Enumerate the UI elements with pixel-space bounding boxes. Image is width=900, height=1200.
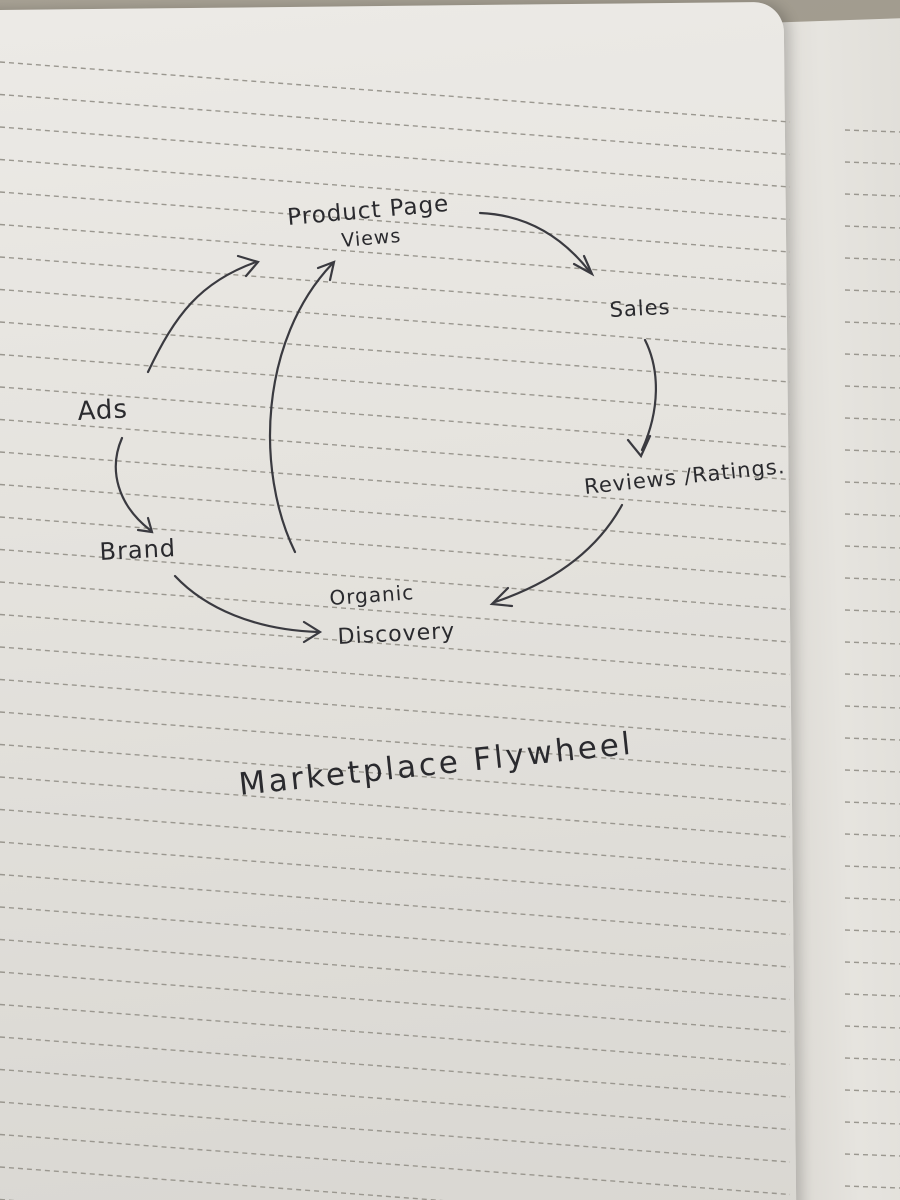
diagram-title: Marketplace Flywheel	[237, 726, 635, 803]
node-reviews-ratings: Reviews /Ratings.	[583, 454, 786, 499]
edge-sales-to-reviews	[640, 338, 657, 452]
next-page-rule-line	[844, 897, 900, 901]
rule-line	[0, 613, 791, 676]
edge-reviews-to-organic-discovery	[493, 503, 624, 604]
rule-line	[0, 321, 791, 383]
next-page-rule-line	[844, 833, 900, 837]
rule-line	[0, 1133, 791, 1196]
node-ads: Ads	[77, 394, 129, 427]
next-page-rule-line	[844, 801, 900, 805]
next-page-rule-line	[844, 417, 900, 421]
arrowhead-sales	[572, 254, 595, 277]
next-page-rule-line	[844, 641, 900, 645]
edge-product-page-views-to-sales	[478, 211, 592, 274]
next-page-rule-line	[844, 865, 900, 869]
next-page-rule-line	[844, 129, 900, 133]
rule-line	[0, 256, 791, 318]
next-page-rule-line	[844, 353, 900, 357]
next-page-rule-line	[844, 705, 900, 709]
rule-line	[0, 1036, 791, 1098]
next-page-rule-line	[844, 1121, 900, 1125]
next-page-rule-line	[844, 993, 900, 997]
arrowhead-product-page-views-2	[236, 254, 260, 278]
next-page-rule-line	[844, 1185, 900, 1189]
rule-line	[0, 971, 791, 1033]
next-page-rule-line	[844, 225, 900, 229]
next-page-rule-line	[844, 673, 900, 677]
rule-line	[0, 678, 791, 741]
rule-line	[0, 711, 791, 773]
rule-line	[0, 1101, 791, 1163]
rule-line	[0, 386, 791, 448]
rule-line	[0, 126, 791, 188]
edge-organic-discovery-to-product-page-views	[268, 262, 334, 554]
rule-line	[0, 451, 791, 513]
rule-line	[0, 516, 791, 578]
edge-ads-to-brand	[114, 436, 152, 532]
rule-line	[0, 93, 791, 156]
node-brand: Brand	[99, 534, 177, 566]
arrowhead-organic-discovery	[489, 586, 514, 608]
rule-line	[0, 288, 791, 351]
rule-line	[0, 841, 791, 903]
rule-line	[0, 1166, 444, 1200]
node-sales: Sales	[609, 295, 671, 322]
next-page-rule-line	[844, 545, 900, 549]
rule-line	[0, 483, 791, 546]
next-page-rule-line	[844, 769, 900, 773]
next-page-rule-line	[844, 1057, 900, 1061]
arrowhead-organic-discovery-2	[302, 620, 323, 644]
next-page-rule-line	[844, 929, 900, 933]
rule-line	[0, 906, 791, 968]
next-page-rule-line	[844, 481, 900, 485]
rule-line	[0, 223, 791, 286]
node-organic-discovery-line2: Discovery	[337, 619, 456, 650]
rule-line	[0, 808, 791, 871]
rule-line	[0, 353, 791, 416]
next-page-rule-line	[844, 577, 900, 581]
rule-line	[0, 61, 791, 123]
rule-line	[0, 938, 791, 1001]
next-page-rule-line	[844, 385, 900, 389]
next-page-rule-line	[844, 161, 900, 165]
rule-line	[0, 743, 791, 806]
rule-line	[0, 1068, 791, 1131]
rule-line	[0, 1003, 791, 1066]
rule-line	[0, 158, 791, 221]
rule-line	[0, 581, 791, 643]
rule-line	[0, 646, 791, 708]
next-page-rule-line	[844, 289, 900, 293]
next-page-rule-line	[844, 1025, 900, 1029]
edge-ads-to-product-page-views	[146, 260, 258, 374]
next-page-rule-line	[844, 1153, 900, 1157]
next-page-rule-line	[844, 449, 900, 453]
rule-line	[0, 191, 791, 253]
next-page-rule-line	[844, 1089, 900, 1093]
next-page-rule-line	[844, 513, 900, 517]
node-organic-discovery-line1: Organic	[329, 580, 415, 610]
rule-line	[0, 548, 791, 611]
next-page-rule-line	[844, 737, 900, 741]
next-page-rule-line	[844, 609, 900, 613]
next-page-rule-line	[844, 193, 900, 197]
rule-line	[0, 776, 791, 838]
next-page-rule-line	[844, 257, 900, 261]
rule-line	[0, 418, 791, 481]
arrowhead-product-page-views-1	[316, 260, 336, 282]
rule-line	[0, 873, 791, 936]
arrowhead-reviews	[626, 434, 652, 459]
next-page-rule-line	[844, 321, 900, 325]
edge-brand-to-organic-discovery	[173, 574, 320, 634]
diagram-edges	[114, 211, 657, 644]
node-product-page-views-line2: Views	[341, 225, 403, 252]
next-page-rule-line	[844, 961, 900, 965]
notebook-rule-lines	[0, 61, 900, 1200]
arrowhead-brand	[136, 516, 154, 534]
